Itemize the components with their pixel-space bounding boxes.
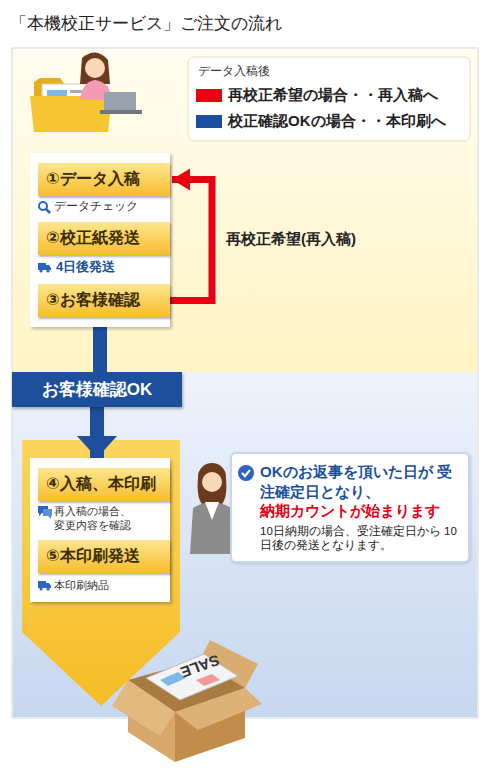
operator-illustration-part [104, 92, 136, 112]
panel-part [13, 49, 477, 372]
step-column: 再入稿の場合、変更内容を確認本印刷納品 ④入稿、本印刷 ⑤本印刷発送 [30, 458, 170, 602]
guide-illustration-part [202, 472, 222, 492]
panel-part [12, 48, 478, 718]
node-label: ④入稿、本印刷 [46, 474, 162, 495]
flow-connector [93, 327, 107, 372]
edge-label: 再校正希望(再入稿) [226, 230, 356, 249]
icon-layer [232, 454, 262, 614]
legend-text: 校正確認OKの場合・・本印刷へ [228, 112, 446, 131]
page-title: 「本機校正サービス」ご注文の流れ [10, 12, 282, 35]
check-icon [238, 465, 254, 481]
step-note: データチェック [54, 199, 138, 215]
truck-icon [38, 581, 51, 591]
process-box: ③お客様確認 [38, 284, 170, 317]
legend-entry: 校正確認OKの場合・・本印刷へ [196, 112, 446, 131]
operator-illustration-part [100, 110, 142, 114]
cardboard-box-part [175, 688, 262, 730]
legend-heading: データ入稿後 [198, 63, 270, 80]
down-arrow-shape-part [22, 440, 180, 706]
callout-text: 納期カウントが始まります [260, 501, 460, 521]
guide-illustration-part [205, 502, 219, 520]
step-note: 4日後発送 [56, 259, 115, 276]
process-box: ②校正紙発送 [38, 222, 170, 255]
down-arrow-shape [22, 440, 180, 706]
callout-box: OKのお返事を頂いた日が 受注確定日となり、納期カウントが始まります 10日納期の… [230, 452, 470, 563]
truck-icon [38, 263, 51, 273]
flow-connector [90, 407, 104, 458]
legend-entry: 再校正希望の場合・・再入稿へ [196, 86, 438, 105]
node-label: ⑤本印刷発送 [46, 546, 162, 567]
process-box: ④入稿、本印刷 [38, 468, 170, 501]
cardboard-box-part [196, 674, 220, 686]
callout-text: OKのお返事を頂いた日が 受注確定日となり、 [260, 462, 460, 501]
step-column: データチェック 4日後発送 ①データ入稿 ②校正紙発送 ③お客様確認 [30, 153, 170, 327]
process-box: ①データ入稿 [38, 163, 170, 196]
process-box: ⑤本印刷発送 [38, 540, 170, 573]
operator-illustration-part [85, 58, 105, 78]
step-note: 再入稿の場合、変更内容を確認 [54, 504, 140, 533]
chat-icon [38, 506, 52, 519]
step-note: 本印刷納品 [54, 578, 109, 592]
node-label: ①データ入稿 [46, 169, 162, 190]
operator-illustration-part [80, 52, 110, 84]
mag-icon [39, 202, 50, 213]
callout-text: 10日納期の場合、受注確定日から 10日後の発送となります。 [260, 524, 460, 554]
node-label: ②校正紙発送 [46, 228, 162, 249]
folder-illustration-part [30, 96, 112, 132]
cardboard-box-part [112, 680, 175, 736]
cardboard-box [112, 640, 262, 762]
node-label: ③お客様確認 [46, 290, 162, 311]
folder-illustration [30, 78, 112, 132]
legend-text: 再校正希望の場合・・再入稿へ [228, 86, 438, 105]
node-label: お客様確認OK [22, 378, 172, 401]
legend-box [188, 57, 470, 141]
legend-swatch [196, 115, 222, 128]
legend-swatch [196, 89, 222, 102]
legend-box-part [188, 57, 470, 141]
flow-connector [170, 180, 212, 301]
panel [12, 48, 478, 718]
panel-part [13, 372, 477, 717]
operator-illustration [80, 52, 142, 114]
status-band: お客様確認OK [12, 372, 182, 407]
